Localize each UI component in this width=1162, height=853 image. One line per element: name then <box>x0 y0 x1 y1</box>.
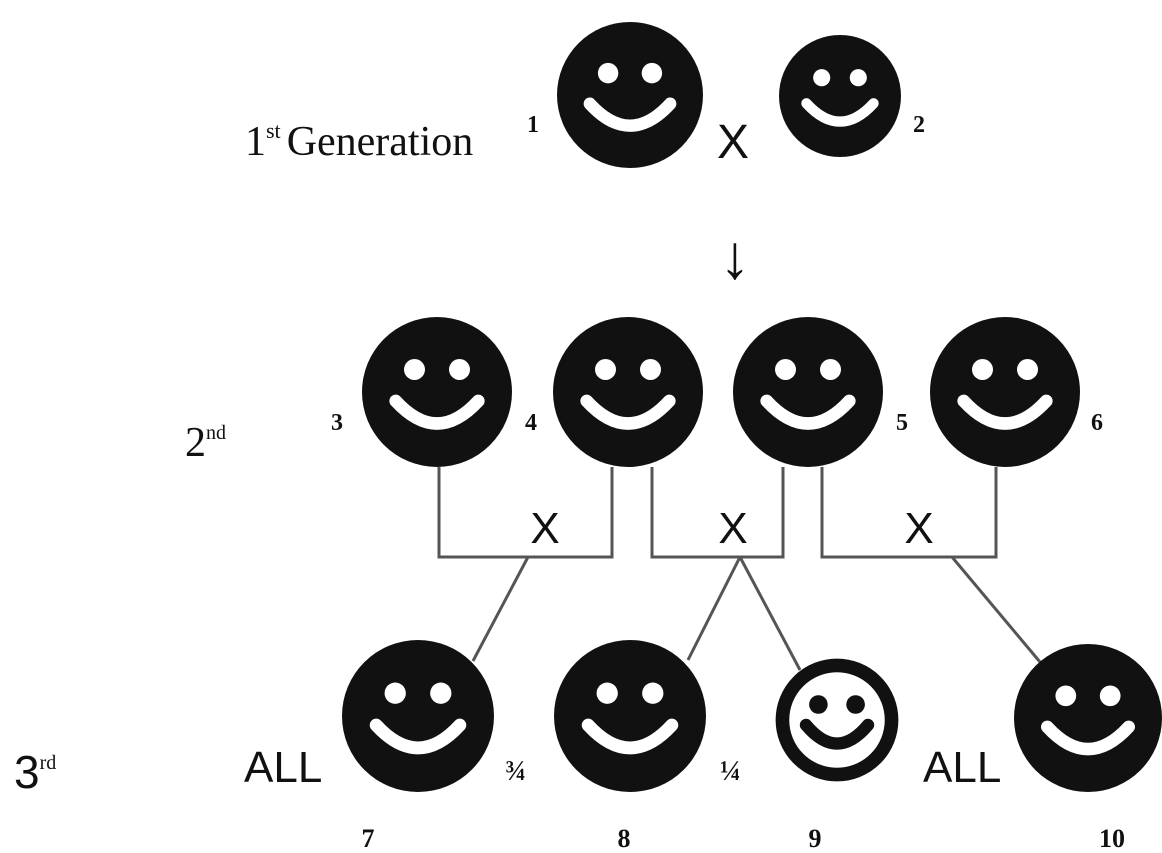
individual-7-face <box>342 640 494 792</box>
individual-10-label: 10 <box>1099 824 1125 853</box>
arrow-down-icon: ↓ <box>720 223 751 292</box>
ratio-ind8: ¾ <box>505 756 526 787</box>
individual-7-label: 7 <box>362 824 375 853</box>
gen2-label: 2nd <box>185 420 226 466</box>
ratio-ind9: ¼ <box>720 756 741 787</box>
individual-4-face <box>553 317 703 467</box>
line-to-9 <box>738 556 802 671</box>
cross-symbol-5x6: X <box>904 504 933 553</box>
ratio-ind10: ALL <box>923 743 1001 792</box>
individual-1-label: 1 <box>527 112 539 138</box>
individual-5-label: 5 <box>896 410 908 436</box>
individual-1-face <box>557 22 703 168</box>
individual-8-label: 8 <box>618 824 631 853</box>
individual-4-label: 4 <box>525 410 537 436</box>
individual-9-label: 9 <box>809 824 822 853</box>
line-to-7 <box>471 556 530 662</box>
cross-bracket-4x5 <box>650 467 785 559</box>
cross-symbol-4x5: X <box>718 504 747 553</box>
line-to-10 <box>950 556 1042 663</box>
line-to-8 <box>686 556 742 661</box>
individual-3-face <box>362 317 512 467</box>
cross-symbol-gen1: X <box>717 116 749 169</box>
individual-2-label: 2 <box>913 112 925 138</box>
individual-10-face <box>1014 644 1162 792</box>
cross-bracket-5x6 <box>820 467 998 559</box>
cross-bracket-3x4 <box>437 467 614 559</box>
individual-9-face <box>782 665 891 774</box>
individual-3-label: 3 <box>331 410 343 436</box>
individual-8-face <box>554 640 706 792</box>
ratio-ind7: ALL <box>244 743 322 792</box>
offspring-lines <box>471 556 1042 671</box>
individual-5-face <box>733 317 883 467</box>
cross-symbol-3x4: X <box>530 504 559 553</box>
gen3-label: 3rd <box>14 746 56 798</box>
individual-6-face <box>930 317 1080 467</box>
individual-2-face <box>779 35 901 157</box>
individual-6-label: 6 <box>1091 410 1103 436</box>
